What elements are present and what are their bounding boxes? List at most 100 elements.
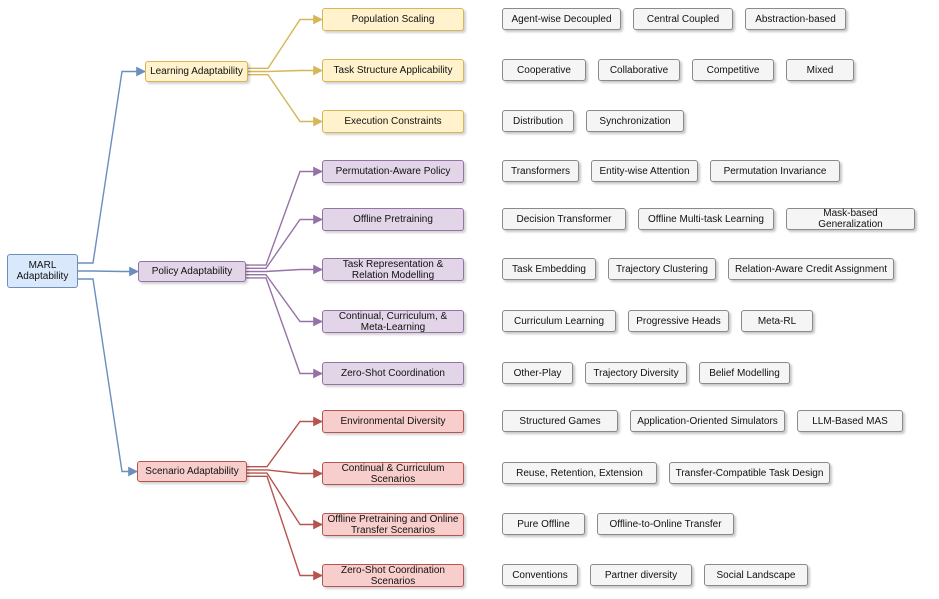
edge-category-to-sub	[247, 416, 323, 468]
leaf-node-label: Progressive Heads	[636, 315, 721, 327]
leaf-node-label: Trajectory Diversity	[593, 367, 679, 379]
subcategory-node-label: Zero-Shot Coordination	[341, 368, 445, 379]
leaf-node: Central Coupled	[633, 8, 733, 30]
leaf-node-label: Synchronization	[599, 115, 671, 127]
leaf-node: Entity-wise Attention	[591, 160, 698, 182]
leaf-node: Distribution	[502, 110, 574, 132]
leaf-node-label: Distribution	[512, 115, 564, 127]
leaf-node: LLM-Based MAS	[797, 410, 903, 432]
leaf-node-label: Meta-RL	[757, 315, 797, 327]
leaf-node-label: Entity-wise Attention	[599, 165, 690, 177]
leaf-node: Task Embedding	[502, 258, 596, 280]
leaf-node-label: Permutation Invariance	[723, 165, 827, 177]
leaf-node: Social Landscape	[704, 564, 808, 586]
edge-category-to-sub	[246, 274, 323, 327]
edge-root-to-1	[78, 266, 139, 277]
subcategory-node: Offline Pretraining	[322, 208, 464, 231]
edge-category-to-sub	[248, 65, 323, 76]
leaf-node: Transfer-Compatible Task Design	[669, 462, 830, 484]
subcategory-node-label: Offline Pretraining	[353, 214, 433, 225]
category-node: Learning Adaptability	[145, 61, 248, 82]
category-node-label: Policy Adaptability	[151, 266, 233, 277]
leaf-node: Conventions	[502, 564, 578, 586]
leaf-node: Curriculum Learning	[502, 310, 616, 332]
subcategory-node-label: Zero-Shot Coordination Scenarios	[341, 564, 445, 587]
category-node-label: Learning Adaptability	[150, 66, 243, 77]
leaf-node: Progressive Heads	[628, 310, 729, 332]
leaf-node-label: Partner diversity	[604, 569, 678, 581]
leaf-node-label: Transfer-Compatible Task Design	[675, 467, 824, 479]
leaf-node-label: Relation-Aware Credit Assignment	[734, 263, 888, 275]
leaf-node: Structured Games	[502, 410, 618, 432]
subcategory-node: Execution Constraints	[322, 110, 464, 133]
leaf-node: Mask-based Generalization	[786, 208, 915, 230]
subcategory-node: Task Representation & Relation Modelling	[322, 258, 464, 281]
leaf-node-label: Mask-based Generalization	[818, 208, 883, 230]
leaf-node: Trajectory Clustering	[608, 258, 716, 280]
leaf-node-label: Curriculum Learning	[513, 315, 605, 327]
leaf-node: Belief Modelling	[699, 362, 790, 384]
leaf-node-label: Trajectory Clustering	[616, 263, 708, 275]
leaf-node-label: Abstraction-based	[755, 13, 836, 25]
edge-category-to-sub	[248, 14, 323, 70]
category-node: Policy Adaptability	[138, 261, 246, 282]
edge-category-to-sub	[246, 277, 323, 379]
leaf-node-label: Decision Transformer	[516, 213, 612, 225]
root-label: MARL Adaptability	[16, 260, 69, 282]
leaf-node: Trajectory Diversity	[585, 362, 687, 384]
subcategory-node: Continual & Curriculum Scenarios	[322, 462, 464, 485]
leaf-node-label: Central Coupled	[646, 13, 720, 25]
subcategory-node: Zero-Shot Coordination	[322, 362, 464, 385]
leaf-node-label: Competitive	[706, 64, 760, 76]
subcategory-node-label: Task Representation & Relation Modelling	[342, 258, 444, 281]
leaf-node: Decision Transformer	[502, 208, 626, 230]
leaf-node-label: Structured Games	[519, 415, 601, 427]
edge-root-to-2	[78, 278, 138, 477]
leaf-node: Partner diversity	[590, 564, 692, 586]
leaf-node: Offline-to-Online Transfer	[597, 513, 734, 535]
leaf-node-label: Task Embedding	[512, 263, 586, 275]
subcategory-node-label: Continual & Curriculum Scenarios	[341, 462, 445, 485]
subcategory-node: Permutation-Aware Policy	[322, 160, 464, 183]
edge-category-to-sub	[247, 468, 323, 479]
leaf-node: Competitive	[692, 59, 774, 81]
subcategory-node: Environmental Diversity	[322, 410, 464, 433]
leaf-node-label: Offline Multi-task Learning	[648, 213, 764, 225]
leaf-node-label: Reuse, Retention, Extension	[516, 467, 643, 479]
subcategory-node-label: Task Structure Applicability	[333, 65, 453, 76]
leaf-node: Mixed	[786, 59, 854, 81]
subcategory-node-label: Environmental Diversity	[340, 416, 446, 427]
subcategory-node-label: Continual, Curriculum, & Meta-Learning	[338, 310, 448, 333]
leaf-node-label: Offline-to-Online Transfer	[609, 518, 722, 530]
edge-category-to-sub	[247, 472, 323, 530]
edge-category-to-sub	[247, 475, 323, 581]
subcategory-node-label: Execution Constraints	[344, 116, 442, 127]
leaf-node: Transformers	[502, 160, 579, 182]
subcategory-node: Continual, Curriculum, & Meta-Learning	[322, 310, 464, 333]
leaf-node-label: Belief Modelling	[709, 367, 780, 379]
leaf-node-label: Other-Play	[513, 367, 562, 379]
leaf-node: Cooperative	[502, 59, 586, 81]
leaf-node: Collaborative	[598, 59, 680, 81]
edge-category-to-sub	[246, 166, 323, 266]
subcategory-node-label: Population Scaling	[351, 14, 435, 25]
leaf-node-label: Social Landscape	[716, 569, 796, 581]
leaf-node: Reuse, Retention, Extension	[502, 462, 657, 484]
leaf-node: Offline Multi-task Learning	[638, 208, 774, 230]
edge-category-to-sub	[246, 214, 323, 269]
leaf-node: Relation-Aware Credit Assignment	[728, 258, 894, 280]
category-node: Scenario Adaptability	[137, 461, 247, 482]
subcategory-node: Population Scaling	[322, 8, 464, 31]
subcategory-node: Zero-Shot Coordination Scenarios	[322, 564, 464, 587]
leaf-node: Abstraction-based	[745, 8, 846, 30]
root-node: MARL Adaptability	[7, 254, 78, 288]
leaf-node: Permutation Invariance	[710, 160, 840, 182]
subcategory-node-label: Offline Pretraining and Online Transfer …	[327, 513, 459, 536]
leaf-node-label: Mixed	[806, 64, 834, 76]
leaf-node-label: Transformers	[510, 165, 571, 177]
leaf-node: Meta-RL	[741, 310, 813, 332]
leaf-node: Application-Oriented Simulators	[630, 410, 785, 432]
leaf-node: Synchronization	[586, 110, 684, 132]
leaf-node-label: Cooperative	[517, 64, 571, 76]
